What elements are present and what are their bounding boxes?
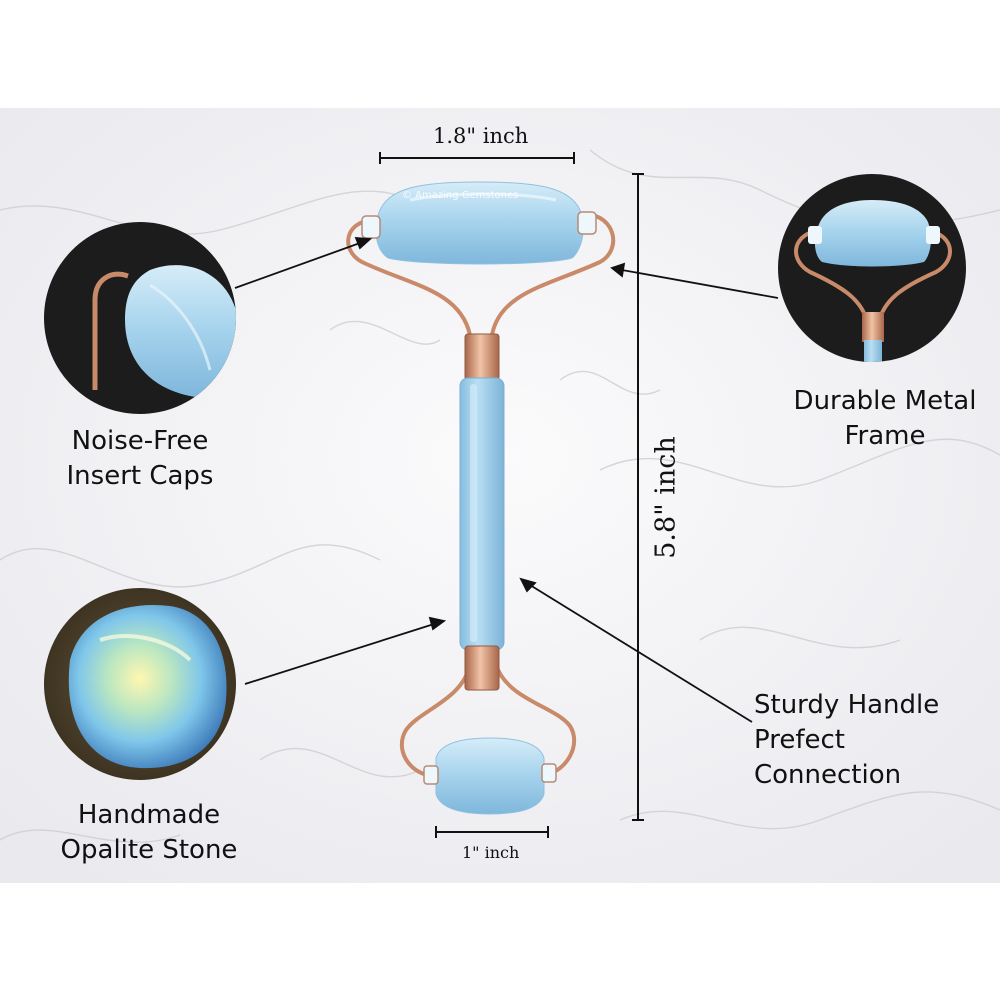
dimension-lines [379, 152, 644, 838]
frame-callout-line1: Durable Metal [793, 386, 977, 416]
length-dimension-label: 5.8" inch [650, 436, 682, 559]
handle-callout-line3: Connection [754, 760, 902, 790]
marble-veins [0, 149, 1000, 843]
width-dimension-label: 1.8" inch [433, 124, 529, 148]
stone-callout-line2: Opalite Stone [60, 835, 238, 865]
small-width-dimension-label: 1" inch [462, 843, 520, 862]
callout-arrows [234, 236, 779, 723]
stone-callout-label: Handmade Opalite Stone [36, 798, 262, 868]
top-roller-stone [361, 181, 597, 265]
handle-callout-label: Sturdy Handle Prefect Connection [754, 688, 984, 793]
bottom-roller-stone [423, 737, 557, 815]
caps-callout-line2: Insert Caps [66, 461, 214, 491]
frame-callout-line2: Frame [844, 421, 926, 451]
stone-callout-line1: Handmade [77, 800, 221, 830]
metal-frame [346, 212, 616, 777]
watermark: © Amazing Gemstones [402, 190, 518, 201]
inset-opalite-stone [44, 588, 236, 780]
inset-metal-frame [778, 174, 966, 362]
caps-callout-label: Noise-Free Insert Caps [40, 424, 240, 494]
handle-callout-line1: Sturdy Handle [754, 690, 940, 720]
frame-callout-label: Durable Metal Frame [770, 384, 1000, 454]
inset-insert-caps [44, 222, 236, 414]
caps-callout-line1: Noise-Free [71, 426, 209, 456]
roller-handle [459, 333, 505, 691]
handle-callout-line2: Prefect [754, 725, 845, 755]
